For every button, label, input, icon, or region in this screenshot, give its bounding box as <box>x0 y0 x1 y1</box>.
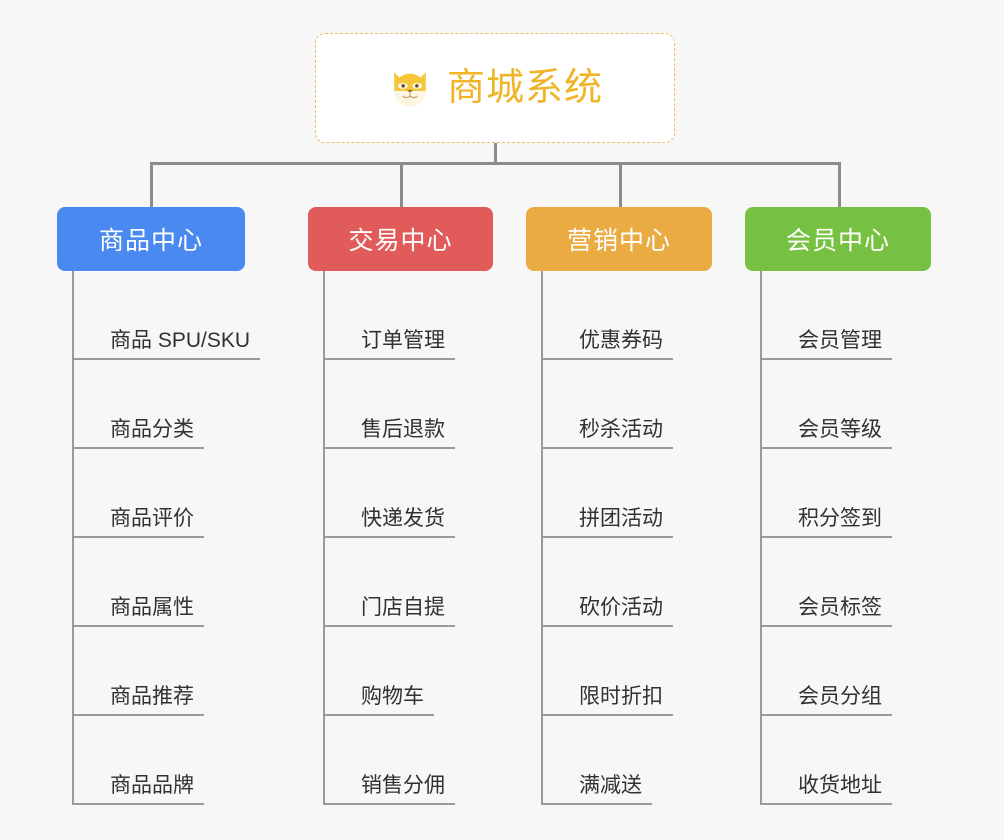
leaf-item-label: 会员分组 <box>762 685 892 716</box>
leaf-item[interactable]: 会员等级 <box>762 360 892 449</box>
connector-drop-4 <box>838 162 841 207</box>
category-box-label: 商品中心 <box>98 227 203 255</box>
category-box-0[interactable]: 商品中心 <box>57 207 245 271</box>
leaf-item-label: 商品分类 <box>74 418 204 449</box>
leaf-item-label: 门店自提 <box>325 596 455 627</box>
category-box-label: 营销中心 <box>566 227 671 255</box>
leaf-item-label: 限时折扣 <box>543 685 673 716</box>
leaf-item-label: 满减送 <box>543 774 652 805</box>
leaf-item-label: 商品评价 <box>74 507 204 538</box>
leaf-item[interactable]: 积分签到 <box>762 449 892 538</box>
leaf-item-label: 售后退款 <box>325 418 455 449</box>
leaf-item[interactable]: 会员标签 <box>762 538 892 627</box>
connector-root-stem <box>494 143 497 165</box>
leaf-item[interactable]: 拼团活动 <box>543 449 673 538</box>
leaf-item-label: 砍价活动 <box>543 596 673 627</box>
leaf-item[interactable]: 商品品牌 <box>74 716 204 805</box>
category-box-2[interactable]: 营销中心 <box>526 207 712 271</box>
leaf-item-label: 积分签到 <box>762 507 892 538</box>
leaf-item[interactable]: 满减送 <box>543 716 652 805</box>
leaf-item[interactable]: 会员分组 <box>762 627 892 716</box>
leaf-item-label: 订单管理 <box>325 329 455 360</box>
leaf-item[interactable]: 商品分类 <box>74 360 204 449</box>
leaf-item[interactable]: 会员管理 <box>762 271 892 360</box>
category-box-label: 交易中心 <box>348 227 453 255</box>
column-spine <box>72 271 74 805</box>
column-spine <box>323 271 325 805</box>
leaf-item[interactable]: 快递发货 <box>325 449 455 538</box>
category-box-label: 会员中心 <box>785 227 890 255</box>
leaf-item[interactable]: 商品 SPU/SKU <box>74 271 261 360</box>
leaf-item[interactable]: 订单管理 <box>325 271 455 360</box>
leaf-item[interactable]: 优惠券码 <box>543 271 673 360</box>
category-box-1[interactable]: 交易中心 <box>308 207 493 271</box>
leaf-item[interactable]: 砍价活动 <box>543 538 673 627</box>
leaf-item[interactable]: 限时折扣 <box>543 627 673 716</box>
leaf-item-label: 优惠券码 <box>543 329 673 360</box>
leaf-item-label: 销售分佣 <box>325 774 455 805</box>
leaf-item-label: 秒杀活动 <box>543 418 673 449</box>
leaf-item-label: 收货地址 <box>762 774 892 805</box>
leaf-item[interactable]: 销售分佣 <box>325 716 455 805</box>
column-spine <box>541 271 543 805</box>
leaf-item[interactable]: 购物车 <box>325 627 434 716</box>
connector-drop-3 <box>619 162 622 207</box>
leaf-item[interactable]: 商品属性 <box>74 538 204 627</box>
shiba-dog-face-icon <box>394 72 426 107</box>
connector-horizontal-bus <box>150 162 840 165</box>
leaf-item-label: 商品推荐 <box>74 685 204 716</box>
leaf-item-label: 商品品牌 <box>74 774 204 805</box>
leaf-item[interactable]: 收货地址 <box>762 716 892 805</box>
leaf-item[interactable]: 门店自提 <box>325 538 455 627</box>
leaf-item[interactable]: 商品评价 <box>74 449 204 538</box>
leaf-item-label: 商品属性 <box>74 596 204 627</box>
connector-drop-2 <box>400 162 403 207</box>
category-box-3[interactable]: 会员中心 <box>745 207 931 271</box>
leaf-item-label: 会员管理 <box>762 329 892 360</box>
root-node-title: 商城系统 <box>446 67 603 109</box>
leaf-item-label: 会员等级 <box>762 418 892 449</box>
leaf-item-label: 商品 SPU/SKU <box>74 329 261 360</box>
leaf-item[interactable]: 商品推荐 <box>74 627 204 716</box>
leaf-item-label: 拼团活动 <box>543 507 673 538</box>
leaf-item-label: 快递发货 <box>325 507 455 538</box>
leaf-item-label: 购物车 <box>325 685 434 716</box>
leaf-item[interactable]: 售后退款 <box>325 360 455 449</box>
connector-drop-1 <box>150 162 153 207</box>
column-spine <box>760 271 762 805</box>
leaf-item[interactable]: 秒杀活动 <box>543 360 673 449</box>
root-node-mall-system[interactable]: 商城系统 <box>315 33 675 143</box>
leaf-item-label: 会员标签 <box>762 596 892 627</box>
